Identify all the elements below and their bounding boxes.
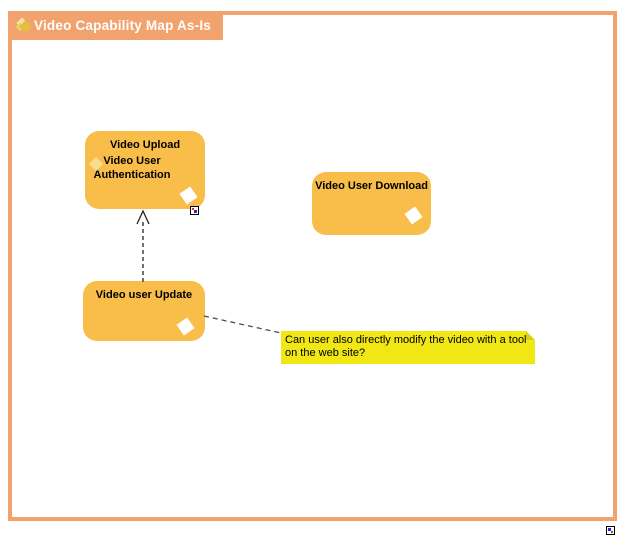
note-annotation[interactable]: Can user also directly modify the video … [281, 331, 535, 364]
diagram-title: Video Capability Map As-Is [34, 18, 211, 33]
note-fold-corner-icon [526, 331, 535, 340]
capability-box-video-upload[interactable]: Video Upload Video User Authentication [85, 131, 205, 209]
hidden-connection-marker[interactable] [606, 526, 615, 535]
hidden-connection-marker[interactable] [190, 206, 199, 215]
capability-label: Video user Update [95, 289, 193, 301]
capability-child-video-user-authentication[interactable]: Video User Authentication [93, 155, 171, 181]
capability-box-video-user-download[interactable]: Video User Download [312, 172, 431, 235]
capability-label: Video User Download [315, 180, 428, 192]
capability-map-icon [15, 17, 32, 33]
capability-label: Video Upload [109, 139, 181, 151]
diagram-border [8, 11, 617, 521]
capability-symbol-icon [179, 186, 198, 205]
capability-symbol-icon [404, 206, 423, 225]
note-text: Can user also directly modify the video … [285, 334, 527, 359]
capability-symbol-icon [176, 317, 195, 336]
diagram-title-tab: Video Capability Map As-Is [10, 11, 223, 40]
capability-box-video-user-update[interactable]: Video user Update [83, 281, 205, 341]
